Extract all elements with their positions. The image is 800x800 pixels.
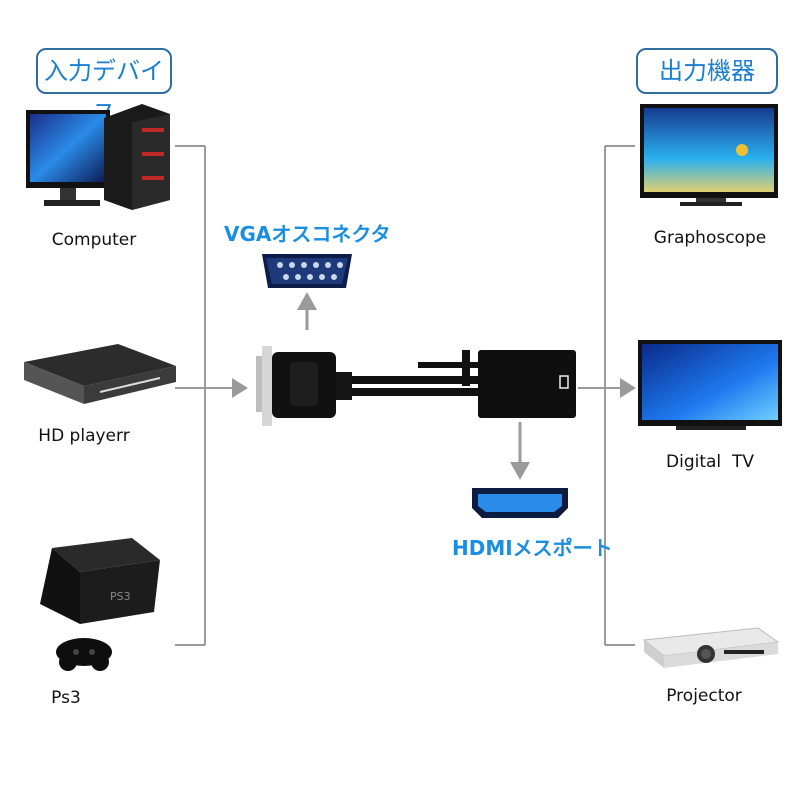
tv-icon — [638, 340, 782, 430]
output-label-projector: Projector — [666, 686, 742, 706]
input-bracket — [175, 145, 232, 646]
output-bracket — [578, 145, 635, 646]
input-label-hd-player: HD playerr — [38, 426, 130, 446]
vga-connector-label: VGAオスコネクタ — [224, 222, 391, 246]
monitor-icon — [640, 104, 778, 206]
output-devices-tag: 出力機器 — [636, 48, 778, 94]
output-label-digital-tv: Digital TV — [666, 452, 754, 472]
hdmi-port-label: HDMIメスポート — [452, 536, 613, 560]
hd-player-icon — [24, 344, 176, 404]
input-label-ps3: Ps3 — [51, 688, 81, 708]
svg-text:PS3: PS3 — [110, 590, 131, 603]
hdmi-port-icon — [472, 488, 568, 518]
vga-connector-icon — [262, 254, 352, 288]
adapter-box-icon — [478, 350, 576, 418]
vga-plug-icon — [256, 346, 482, 426]
projector-icon — [642, 627, 780, 668]
hdmi-down-arrow — [510, 462, 530, 480]
output-arrow — [620, 378, 636, 398]
output-label-graphoscope: Graphoscope — [653, 228, 767, 248]
input-arrow — [232, 378, 248, 398]
computer-icon — [26, 104, 170, 210]
input-label-computer: Computer — [51, 230, 137, 250]
vga-up-arrow — [297, 292, 317, 310]
output-devices-title: 出力機器 — [659, 57, 755, 85]
ps3-console-icon: PS3 — [40, 538, 160, 671]
